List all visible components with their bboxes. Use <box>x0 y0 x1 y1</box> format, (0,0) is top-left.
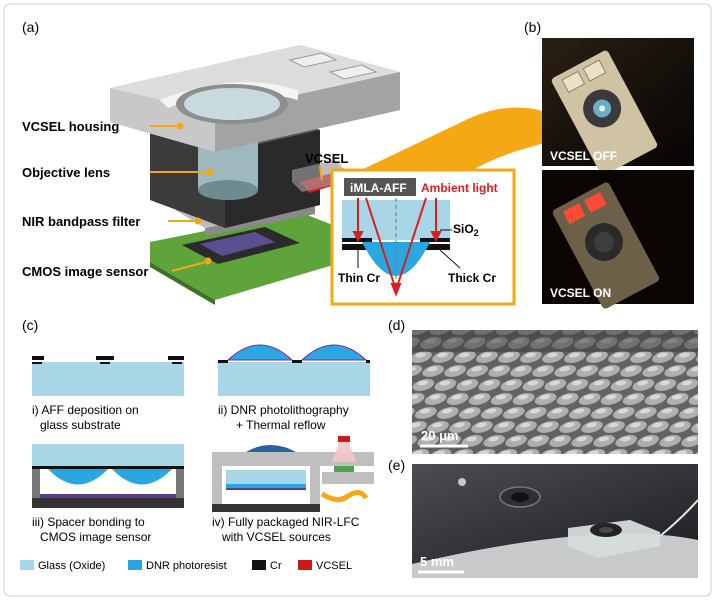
sem-scale-label: 20 μm <box>421 428 459 443</box>
photo-vcsel-off: VCSEL OFF <box>542 38 694 176</box>
material-legend: Glass (Oxide) DNR photoresist Cr VCSEL <box>20 560 352 572</box>
inset-thin-cr: Thin Cr <box>338 271 380 285</box>
figure-frame <box>3 3 712 597</box>
inset-title: iMLA-AFF <box>350 181 407 195</box>
process-step-1 <box>32 356 184 396</box>
step4-line1: iv) Fully packaged NIR-LFC <box>212 515 360 529</box>
step1-line1: i) AFF deposition on <box>32 403 139 417</box>
panel-c-label: (c) <box>22 317 38 333</box>
panel-a-leaders <box>150 122 323 272</box>
process-step-2 <box>218 344 370 396</box>
step2-line2: + Thermal reflow <box>236 418 326 432</box>
step1-line2: glass substrate <box>40 418 121 432</box>
photo-vcsel-on: VCSEL ON <box>542 170 694 309</box>
label-vcsel-housing: VCSEL housing <box>22 119 119 134</box>
phone-photo: 5 mm <box>412 464 699 578</box>
caption-vcsel-off: VCSEL OFF <box>550 149 617 163</box>
legend-swatch-cr <box>252 560 266 570</box>
sem-image: 20 μm <box>412 330 698 454</box>
legend-swatch-dnr <box>128 560 142 570</box>
step2-line1: ii) DNR photolithography <box>218 403 349 417</box>
inset-imla-aff: iMLA-AFF Ambient light SiO2 Thin Cr Thic… <box>330 168 516 306</box>
label-cmos-sensor: CMOS image sensor <box>22 264 148 279</box>
process-step-3 <box>32 444 184 508</box>
label-nir-filter: NIR bandpass filter <box>22 214 140 229</box>
panel-b-label: (b) <box>524 19 541 35</box>
label-objective-lens: Objective lens <box>22 165 110 180</box>
phone-scale-label: 5 mm <box>420 554 454 569</box>
legend-swatch-glass <box>20 560 34 570</box>
step3-line1: iii) Spacer bonding to <box>32 515 145 529</box>
legend-cr: Cr <box>270 560 282 572</box>
legend-vcsel: VCSEL <box>316 560 352 572</box>
process-step-4 <box>212 436 374 512</box>
legend-swatch-vcsel <box>298 560 312 570</box>
panel-d-label: (d) <box>388 317 405 333</box>
inset-sio2: SiO2 <box>453 222 479 238</box>
panel-e-label: (e) <box>388 457 405 473</box>
legend-dnr: DNR photoresist <box>146 560 227 572</box>
step4-line2: with VCSEL sources <box>221 530 331 544</box>
inset-thick-cr: Thick Cr <box>448 271 496 285</box>
label-vcsel: VCSEL <box>305 151 348 166</box>
legend-glass: Glass (Oxide) <box>38 560 105 572</box>
caption-vcsel-on: VCSEL ON <box>550 286 611 300</box>
panel-a-label: (a) <box>22 19 39 35</box>
step3-line2: CMOS image sensor <box>40 530 151 544</box>
inset-ambient-light: Ambient light <box>421 181 498 195</box>
